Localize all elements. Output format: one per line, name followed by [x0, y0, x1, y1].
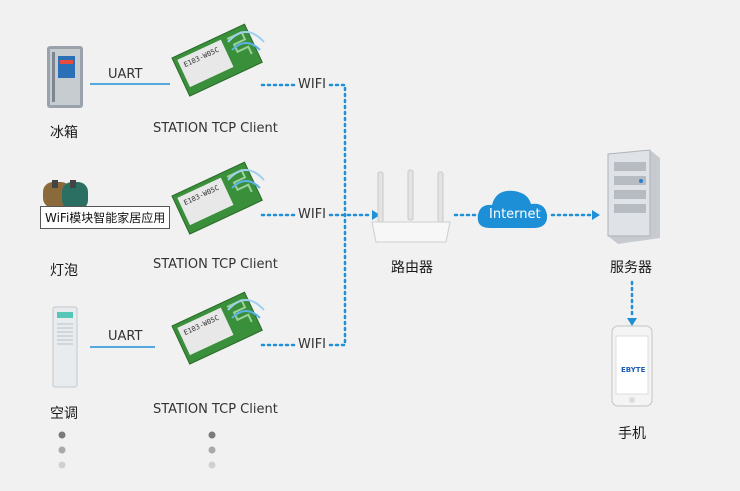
- arrow-server: [592, 210, 600, 220]
- phone-brand: EBYTE: [621, 366, 646, 374]
- wifi-label-3: WIFI: [298, 337, 326, 352]
- wifi-line-1b: [328, 83, 347, 217]
- module-label-3: STATION TCP Client: [153, 402, 278, 417]
- bulb-icon: [43, 180, 88, 210]
- wifi-line-3b: [328, 213, 347, 347]
- uart-label-3: UART: [108, 329, 143, 344]
- router-icon: [371, 169, 451, 243]
- module-label-2: STATION TCP Client: [153, 257, 278, 272]
- bulb-label: 灯泡: [50, 263, 78, 279]
- fridge-label: 冰箱: [50, 125, 78, 141]
- arrow-router: [372, 210, 380, 220]
- wifi-label-1: WIFI: [298, 77, 326, 92]
- wifi-module-2: E103-W05C: [171, 161, 265, 235]
- wifi-module-3: E103-W05C: [171, 291, 265, 365]
- phone-icon: [611, 325, 653, 407]
- server-icon: [607, 149, 660, 244]
- wifi-module-1: E103-W05C: [171, 23, 265, 97]
- phone-label: 手机: [618, 426, 646, 442]
- air-conditioner-icon: [52, 306, 78, 388]
- wifi-label-2: WIFI: [298, 207, 326, 222]
- ac-label: 空调: [50, 406, 78, 422]
- wifi-smart-home-note: WiFi模块智能家居应用: [40, 206, 171, 229]
- uart-label-1: UART: [108, 67, 143, 82]
- cloud-icon: [477, 190, 548, 228]
- router-label: 路由器: [391, 260, 433, 276]
- module-label-1: STATION TCP Client: [153, 121, 278, 136]
- arrow-phone: [627, 318, 637, 326]
- continuation-dots: [58, 431, 216, 469]
- cloud-label: Internet: [489, 207, 541, 222]
- server-label: 服务器: [610, 260, 652, 276]
- fridge-icon: [47, 46, 83, 108]
